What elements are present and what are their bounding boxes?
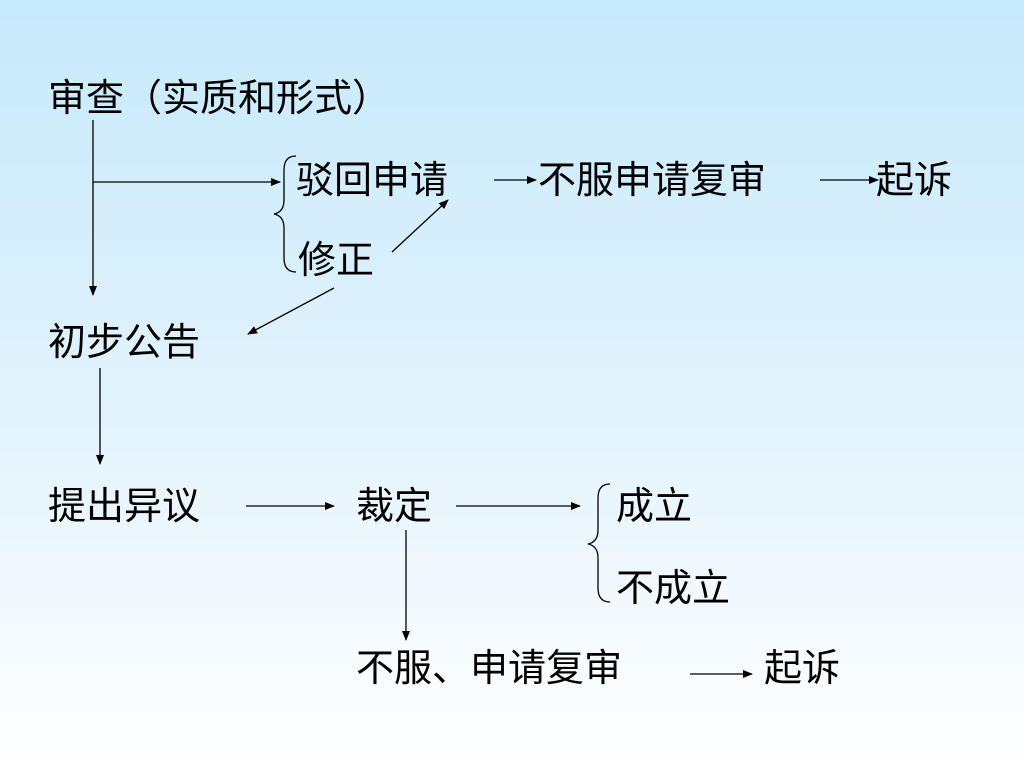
node-reject: 驳回申请 — [296, 158, 449, 202]
node-amend: 修正 — [298, 238, 375, 282]
node-ruling-sue: 起诉 — [764, 646, 841, 690]
arrow-amend-to-reject — [391, 199, 449, 253]
node-established: 成立 — [616, 484, 693, 528]
arrow-amend-to-announce — [247, 287, 335, 335]
node-not-established: 不成立 — [616, 566, 731, 610]
node-prelim-announce: 初步公告 — [48, 320, 201, 364]
node-examination: 审查（实质和形式） — [48, 76, 391, 120]
brace-reject-amend — [273, 155, 297, 273]
node-ruling-appeal: 不服、申请复审 — [356, 646, 623, 690]
brace-outcomes — [587, 483, 611, 603]
node-reject-appeal: 不服申请复审 — [538, 158, 767, 202]
node-reject-sue: 起诉 — [876, 158, 953, 202]
node-ruling: 裁定 — [356, 484, 433, 528]
node-objection: 提出异议 — [48, 484, 201, 528]
